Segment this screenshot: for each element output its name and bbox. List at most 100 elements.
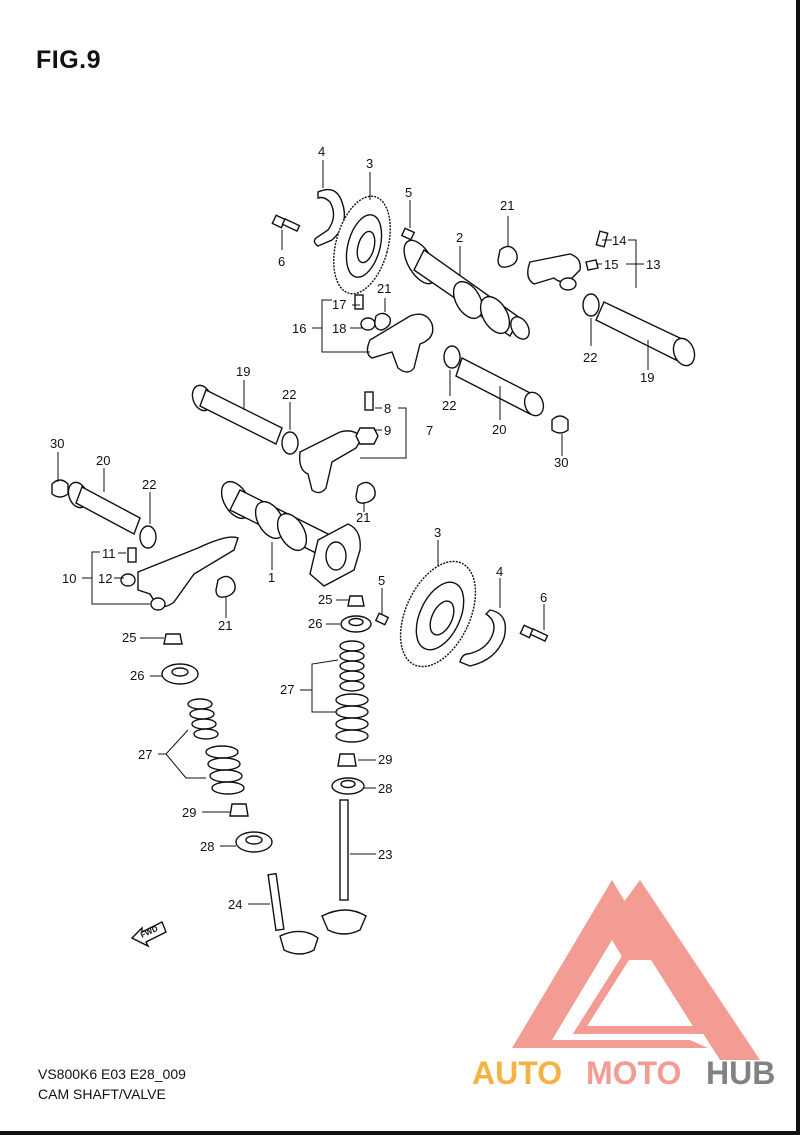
callout-17: 17 [332,297,346,312]
callout-22: 22 [282,387,296,402]
washer-part [139,525,157,549]
watermark-moto: MOTO [586,1055,681,1091]
cam-sprocket-part [399,560,477,668]
callout-6: 6 [278,254,285,269]
callout-3: 3 [434,525,441,540]
callout-20: 20 [492,422,506,437]
callout-22: 22 [142,477,156,492]
figure-caption: CAM SHAFT/VALVE [38,1086,166,1102]
callout-25: 25 [318,592,332,607]
spring-seat-part [331,777,365,795]
callout-26: 26 [130,668,144,683]
fwd-arrow-icon: FWD [130,921,167,948]
callout-29: 29 [378,752,392,767]
callout-28: 28 [200,839,214,854]
triangle-logo-icon [512,880,760,1060]
callout-8: 8 [384,401,391,416]
callout-27: 27 [280,682,294,697]
bolt-part [271,214,301,233]
watermark-auto: AUTO [472,1055,562,1091]
cap-part [551,415,569,434]
callout-30: 30 [50,436,64,451]
camshaft-rear-part [403,239,530,340]
retainer-clip-part [459,609,507,667]
callout-21: 21 [356,510,370,525]
valve-seal-part [229,803,249,817]
leader-lines [57,160,649,905]
callout-22: 22 [442,398,456,413]
cap-part [51,479,69,498]
washer-part [443,345,461,369]
callout-26: 26 [308,616,322,631]
callout-18: 18 [332,321,346,336]
callout-14: 14 [612,233,626,248]
rocker-shaft-part [191,384,283,445]
cam-sprocket-part [333,195,391,295]
callout-7: 7 [426,423,433,438]
dowel-pin-part [374,612,390,626]
valve-spring-part [187,698,245,795]
callout-21: 21 [377,281,391,296]
callout-15: 15 [604,257,618,272]
callout-30: 30 [554,455,568,470]
valve-seal-part [337,753,357,767]
callout-23: 23 [378,847,392,862]
callout-9: 9 [384,423,391,438]
callout-5: 5 [378,573,385,588]
callout-29: 29 [182,805,196,820]
model-code: VS800K6 E03 E28_009 [38,1066,186,1082]
callout-21: 21 [218,618,232,633]
callout-6: 6 [540,590,547,605]
watermark-hub: HUB [706,1055,775,1091]
callout-27: 27 [138,747,152,762]
callout-2: 2 [456,230,463,245]
callout-5: 5 [405,185,412,200]
callout-12: 12 [98,571,112,586]
callout-11: 11 [102,546,116,561]
camshaft-front-part [220,480,361,587]
valve-cotter-part [347,595,365,607]
exhaust-valve-part [321,799,367,935]
rocker-shaft-part [595,301,696,367]
rocker-arm-rear-part [527,230,609,291]
automotohub-watermark: AUTO MOTO HUB [472,880,775,1091]
spring-retainer-part [340,615,372,633]
callout-1: 1 [268,570,275,585]
rocker-arm-middle-part [298,391,379,494]
rocker-shaft-part [455,357,545,417]
figure-title: FIG.9 [36,46,102,74]
callout-22: 22 [583,350,597,365]
bolt-part [519,624,549,643]
callout-3: 3 [366,156,373,171]
callout-10: 10 [62,571,76,586]
callout-19: 19 [640,370,654,385]
retainer-clip-part [313,188,346,247]
callout-4: 4 [496,564,503,579]
callout-28: 28 [378,781,392,796]
rocker-shaft-part [67,481,141,535]
callout-24: 24 [228,897,242,912]
callout-4: 4 [318,144,325,159]
plate-part [497,245,518,268]
intake-valve-part [267,872,319,955]
spring-seat-part [235,831,273,853]
dowel-pin-part [400,227,416,241]
rocker-arm-left-part [120,536,239,611]
rocker-arm-upper-part [354,294,434,373]
valve-cotter-part [163,633,183,645]
callout-20: 20 [96,453,110,468]
callout-13: 13 [646,257,660,272]
spring-retainer-part [161,663,199,685]
callout-25: 25 [122,630,136,645]
callout-19: 19 [236,364,250,379]
plate-part [355,481,376,504]
callout-21: 21 [500,198,514,213]
valve-spring-part [335,640,369,743]
plate-part [215,575,236,598]
washer-part [582,293,600,317]
washer-part [281,431,299,455]
callout-labels: 4 3 5 6 2 21 14 15 13 17 21 16 18 22 19 … [50,144,660,912]
callout-16: 16 [292,321,306,336]
